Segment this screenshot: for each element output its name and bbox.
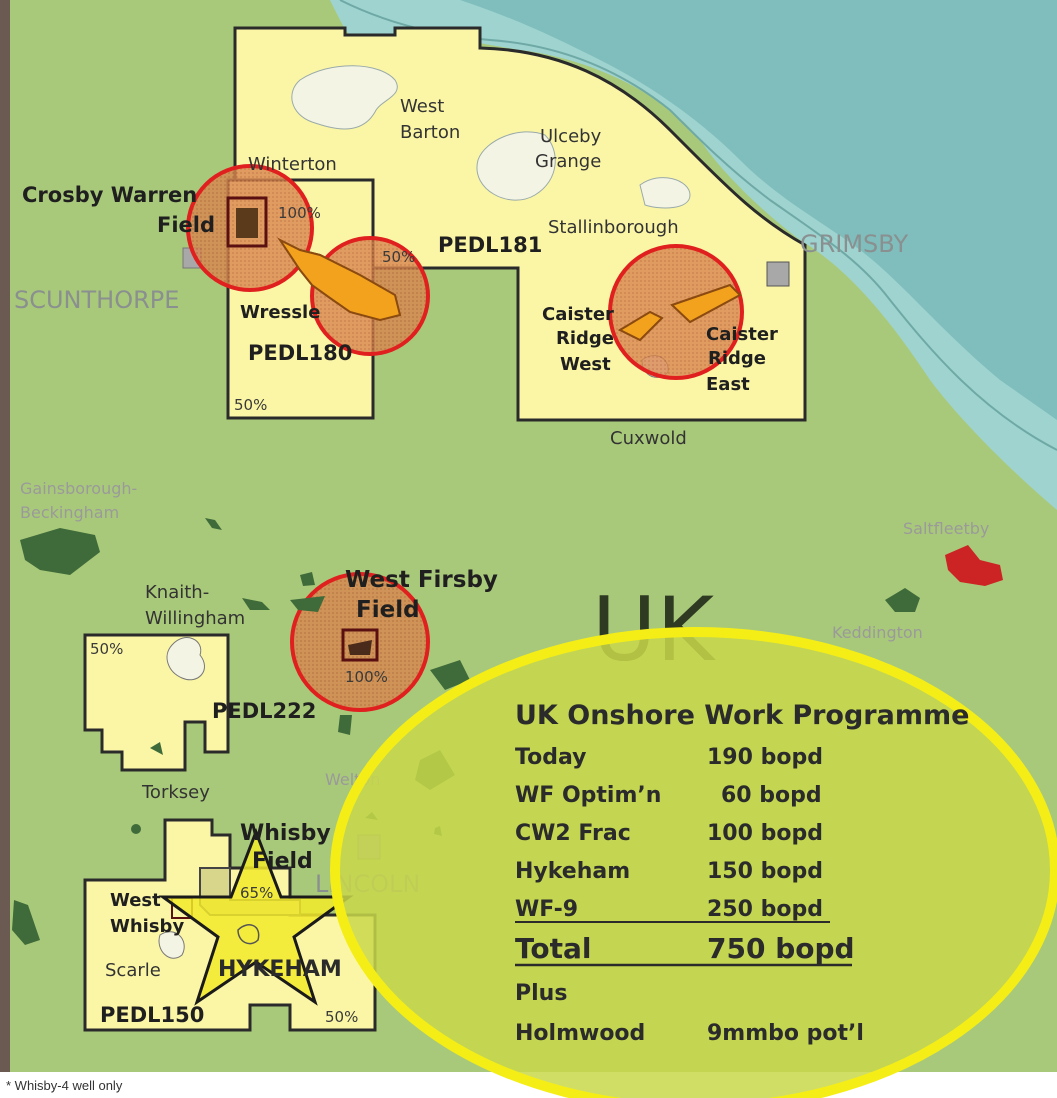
label-caister-east-2: Ridge — [708, 348, 766, 369]
label-pct-wressle: 50% — [382, 248, 415, 266]
label-keddington: Keddington — [832, 623, 923, 642]
west-barton-lake — [291, 65, 398, 130]
label-west-firsby-1: West Firsby — [345, 567, 498, 593]
label-pct-pedl150: 50% — [325, 1008, 358, 1026]
west-firsby-field — [341, 628, 379, 662]
caister-east-prospect-top — [670, 283, 742, 324]
label-pct-whisby: 65% — [240, 884, 273, 902]
label-whisby-1: Whisby — [240, 821, 331, 846]
caister-circle — [608, 244, 744, 380]
label-caister-west-1: Caister — [542, 304, 614, 325]
programme-total-name: Total — [515, 932, 592, 965]
label-knaith-2: Willingham — [145, 608, 245, 629]
label-pct-pedl222: 50% — [90, 640, 123, 658]
programme-title: UK Onshore Work Programme — [515, 700, 969, 731]
label-pedl180: PEDL180 — [248, 341, 352, 365]
label-pct-firsby: 100% — [345, 668, 388, 686]
label-winterton: Winterton — [248, 154, 337, 175]
label-caister-east-1: Caister — [706, 324, 778, 345]
grimsby-marker — [766, 261, 790, 287]
programme-row-name: Today — [515, 745, 586, 770]
programme-row-value: 60 bopd — [721, 783, 822, 808]
programme-row-name: Hykeham — [515, 859, 630, 884]
programme-extra-value: 9mmbo pot’l — [707, 1021, 864, 1046]
river-channel — [460, 0, 1057, 420]
label-knaith-1: Knaith- — [145, 582, 209, 603]
programme-total-value: 750 bopd — [707, 932, 855, 965]
programme-plus: Plus — [515, 981, 567, 1006]
caister-west-prospect-top — [617, 310, 664, 342]
label-ulceby-1: Ulceby — [540, 126, 602, 147]
label-crosby-warren-1: Crosby Warren — [22, 183, 197, 207]
programme-extra-name: Holmwood — [515, 1021, 645, 1046]
programme-row-name: WF-9 — [515, 897, 578, 922]
work-programme-ellipse — [330, 627, 1057, 1098]
programme-row-value: 250 bopd — [707, 897, 823, 922]
programme-row-value: 190 bopd — [707, 745, 823, 770]
label-pct-pedl180: 50% — [234, 396, 267, 414]
label-caister-west-2: Ridge — [556, 328, 614, 349]
crosby-warren-outline — [226, 196, 268, 248]
label-stallinborough: Stallinborough — [548, 217, 679, 238]
ulceby-grange-lake — [476, 131, 556, 201]
west-firsby-core — [348, 640, 372, 655]
label-west-whisby-2: Whisby — [110, 916, 184, 937]
programme-row-name: WF Optim’n — [515, 783, 661, 808]
label-ulceby-2: Grange — [535, 151, 601, 172]
saltfleetby-field — [945, 545, 1003, 586]
programme-row-name: CW2 Frac — [515, 821, 631, 846]
label-pct-crosby: 100% — [278, 204, 321, 222]
west-whisby-lake — [158, 931, 185, 959]
footnote: * Whisby-4 well only — [6, 1078, 123, 1093]
stallinborough-lake — [639, 177, 691, 209]
label-caister-east-3: East — [706, 374, 750, 395]
label-torksey: Torksey — [141, 782, 210, 803]
label-gainsborough-2: Beckingham — [20, 503, 119, 522]
label-west-firsby-2: Field — [356, 597, 420, 623]
label-west-barton-2: Barton — [400, 122, 460, 143]
label-west-barton-1: West — [400, 96, 444, 117]
label-wressle: Wressle — [240, 302, 320, 323]
pedl222-oilfield — [150, 742, 163, 755]
hykeham-prospect-outline — [237, 924, 260, 945]
label-pedl150: PEDL150 — [100, 1003, 204, 1027]
label-hykeham: HYKEHAM — [218, 957, 342, 982]
label-pedl181: PEDL181 — [438, 233, 542, 257]
label-cuxwold: Cuxwold — [610, 428, 687, 449]
label-scunthorpe: SCUNTHORPE — [14, 286, 179, 314]
programme-row-value: 100 bopd — [707, 821, 823, 846]
crosby-warren-core — [236, 208, 258, 238]
west-firsby-circle — [290, 572, 430, 712]
label-grimsby: GRIMSBY — [800, 230, 908, 258]
knaith-lake — [166, 637, 205, 681]
label-scarle: Scarle — [105, 960, 161, 981]
label-pedl222: PEDL222 — [212, 699, 316, 723]
label-gainsborough-1: Gainsborough- — [20, 479, 137, 498]
work-programme: UK Onshore Work Programme Today 190 bopd… — [515, 700, 969, 1046]
label-caister-west-3: West — [560, 354, 611, 375]
label-whisby-2: Field — [252, 849, 313, 874]
label-west-whisby-1: West — [110, 890, 161, 911]
label-crosby-warren-2: Field — [157, 213, 215, 237]
wressle-prospect-top — [277, 237, 402, 322]
programme-row-value: 150 bopd — [707, 859, 823, 884]
label-saltfleetby: Saltfleetby — [903, 519, 989, 538]
hykeham-star — [158, 827, 354, 1006]
